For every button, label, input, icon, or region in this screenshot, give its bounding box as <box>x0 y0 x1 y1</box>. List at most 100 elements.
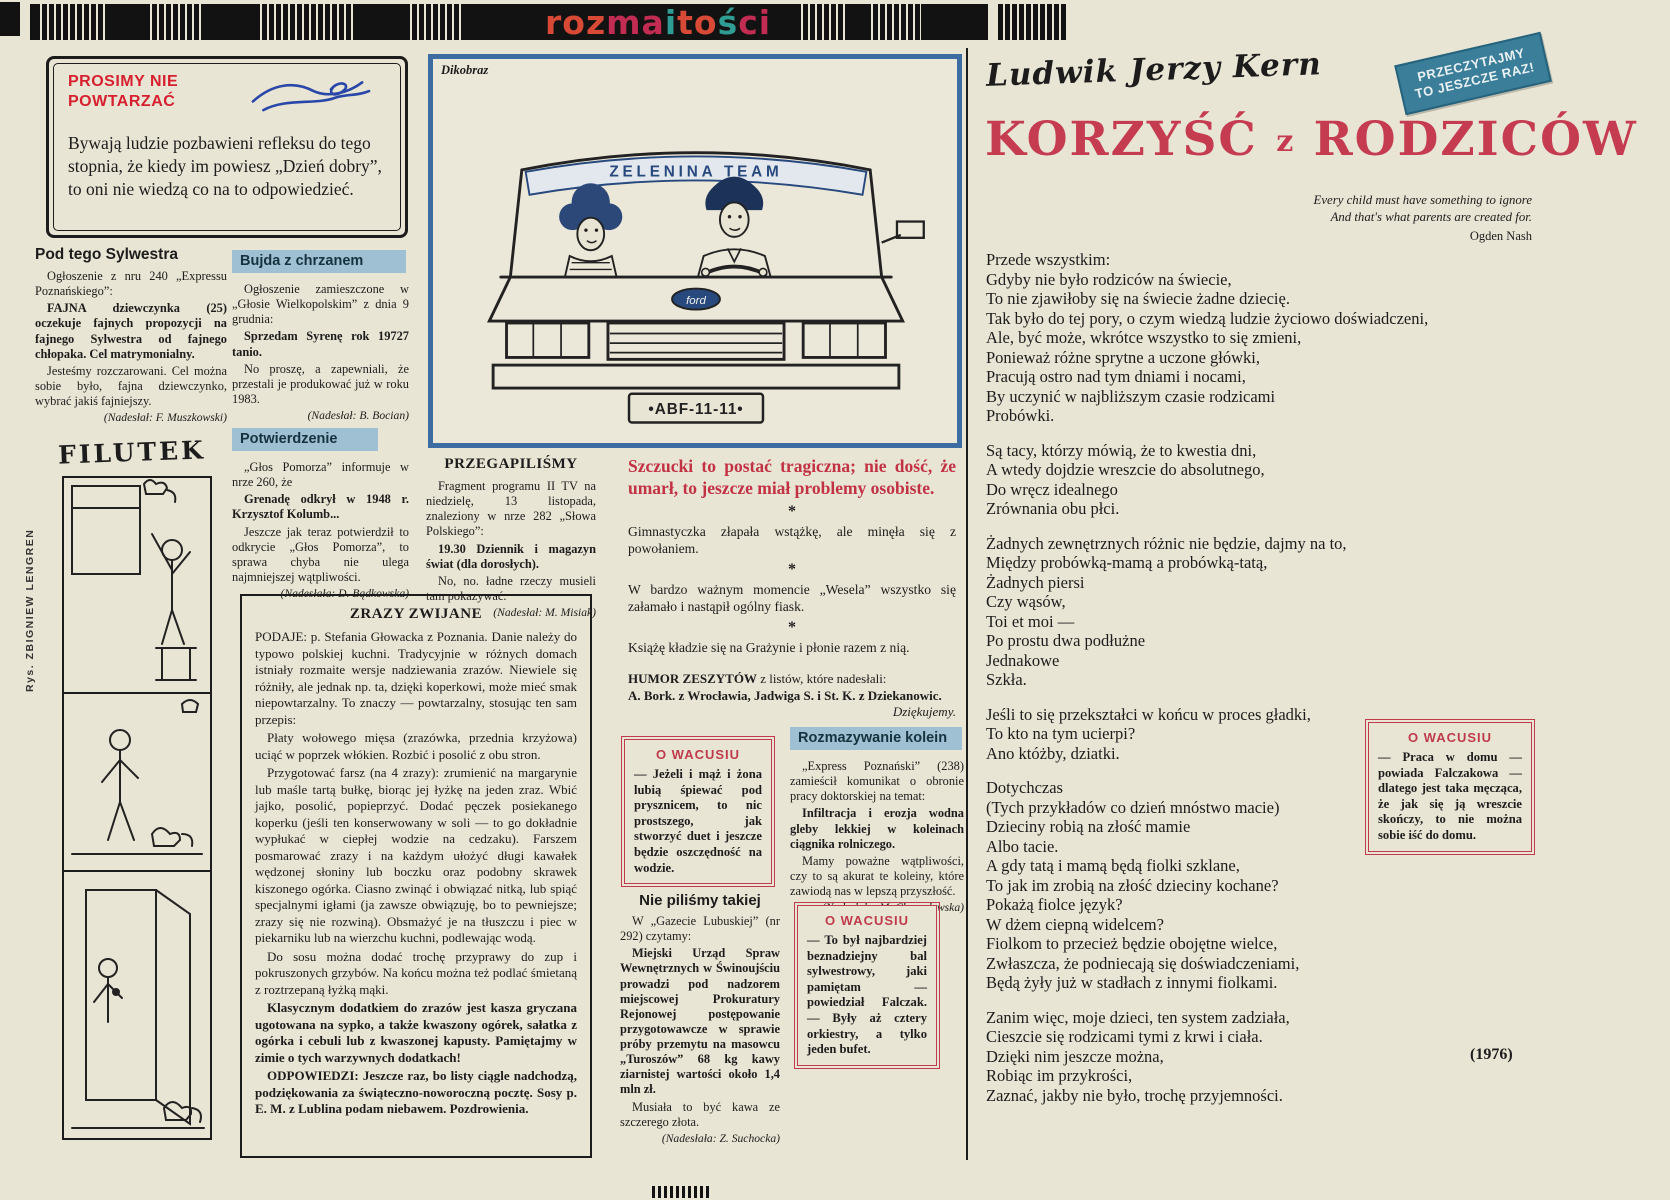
separator: * <box>788 560 796 578</box>
article-title-bujda: Bujda z chrzanem <box>232 250 406 273</box>
barcode-stripes <box>150 4 205 40</box>
poem-year: (1976) <box>1470 1046 1513 1063</box>
barcode-stripes-right <box>996 4 1066 40</box>
humor-item: W bardzo ważnym momencie „Wesela” wszyst… <box>628 581 956 614</box>
credits-thanks: Dziękujemy. <box>892 704 956 720</box>
side-mirror <box>881 220 925 244</box>
poem-title: KORZYŚĆ z RODZICÓW <box>985 112 1638 167</box>
poem-stanza: Jeśli to się przekształci w końcu w proc… <box>986 704 1311 763</box>
recipe-title: ZRAZY ZWIJANE <box>349 606 483 622</box>
barcode-stripes <box>871 4 922 40</box>
car-banner-text: ZELENINA TEAM <box>609 164 782 181</box>
prosimy-title: PROSIMY NIE POWTARZAĆ <box>68 73 179 110</box>
byline: (Nadesłała: Z. Suchocka) <box>661 1131 780 1145</box>
paragraph: Musiała to być kawa ze szczerego złota. <box>620 1099 780 1129</box>
epigraph-block: Every child must have something to ignor… <box>1150 192 1532 244</box>
wacusiu-title: O WACUSIU <box>655 747 741 762</box>
masthead-bar: rozmaitości <box>30 4 988 40</box>
wacusiu-body: — To był najbardziej beznadziejny bal sy… <box>807 933 927 1057</box>
passenger-figure <box>559 183 623 279</box>
paragraph: „Głos Pomorza” informuje w nrze 260, że <box>232 460 409 490</box>
credits-mid: z listów, które nadesłali: <box>756 670 887 686</box>
paragraph: Infiltracja i erozja wodna gleby lekkiej… <box>790 806 964 851</box>
wacusiu-box-1: O WACUSIU — Jeżeli i mąż i żona lubią śp… <box>620 735 776 888</box>
article-przegapilismy: PRZEGAPILIŚMY Fragment programu II TV na… <box>426 456 596 622</box>
humor-item: Książę kładzie się na Grażynie i płonie … <box>628 639 910 655</box>
barcode-stripes <box>260 4 355 40</box>
credits-names: A. Bork. z Wrocławia, Jadwiga S. i St. K… <box>628 687 942 703</box>
license-plate-text: •ABF-11-11• <box>648 401 743 418</box>
license-plate <box>627 392 765 424</box>
wacusiu-title: O WACUSIU <box>824 913 910 928</box>
paragraph: Jesteśmy rozczarowani. Cel można sobie b… <box>35 363 227 408</box>
byline: (Nadesłał: M. Misiak) <box>493 606 596 619</box>
paragraph: „Express Poznański” (238) zamieścił komu… <box>790 759 964 804</box>
paragraph: Ogłoszenie z nru 240 „Expressu Poznański… <box>35 269 227 299</box>
prosimy-box: PROSIMY NIE POWTARZAĆ Bywają ludzie pozb… <box>46 56 408 238</box>
comic-artist-credit: Rys. ZBIGNIEW LENGREN <box>24 528 36 692</box>
article-potwierdzenie: „Głos Pomorza” informuje w nrze 260, że … <box>232 460 409 603</box>
car-cartoon-drawing: ZELENINA TEAM <box>487 151 925 424</box>
byline: (Nadesłała: D. Bądkowska) <box>280 587 409 600</box>
comic-panel-1-drawing <box>71 479 197 681</box>
byline: (Nadesłał: B. Bocian) <box>307 409 409 422</box>
article-title-potwierdzenie: Potwierdzenie <box>232 428 378 451</box>
article-title: PRZEGAPILIŚMY <box>444 456 578 472</box>
comic-panel-2 <box>62 692 212 872</box>
paragraph: Sprzedam Syrenę rok 19727 tanio. <box>232 329 409 359</box>
separator: * <box>788 618 796 636</box>
bottom-barcode <box>652 1186 710 1198</box>
filutek-logo: FILUTEK <box>57 435 207 470</box>
paragraph: Fragment programu II TV na niedzielę, 13… <box>426 479 596 539</box>
paragraph: Do sosu można dodać trochę przyprawy do … <box>255 948 577 997</box>
paragraph: Grenadę odkrył w 1948 r. Krzysztof Kolum… <box>232 492 409 522</box>
read-again-stamp: PRZECZYTAJMY TO JESZCZE RAZ! <box>1394 31 1552 115</box>
paragraph: Miejski Urząd Spraw Wewnętrznych w Świno… <box>620 946 780 1097</box>
epigraph-author: Ogden Nash <box>1469 228 1532 243</box>
barcode-stripes <box>410 4 465 40</box>
author-signature: Ludwik Jerzy Kern <box>985 46 1323 94</box>
paragraph: Jeszcze jak teraz potwierdził to odkryci… <box>232 524 409 584</box>
paragraph: W „Gazecie Lubuskiej” (nr 292) czytamy: <box>620 914 780 944</box>
humor-column: Szczucki to postać tragiczna; nie dość, … <box>628 456 956 721</box>
article-nie-pilismy: Nie piliśmy takiej W „Gazecie Lubuskiej”… <box>620 892 780 1148</box>
paragraph: Płaty wołowego mięsa (zrazówka, przednia… <box>255 730 577 762</box>
comic-panel-2-drawing <box>71 699 203 855</box>
cartoon-credit: Dikobraz <box>441 63 489 77</box>
humor-credits: HUMOR ZESZYTÓW z listów, które nadesłali… <box>628 671 956 722</box>
paragraph: No proszę, a zapewniali, że przestali je… <box>232 361 409 406</box>
page-title: rozmaitości <box>535 6 781 39</box>
poem-stanza: Zanim więc, moje dzieci, ten system zadz… <box>986 1007 1290 1105</box>
title-part: i <box>664 2 678 42</box>
recipe-box-zrazy: ZRAZY ZWIJANE PODAJE: p. Stefania Głowac… <box>240 594 592 1158</box>
poem-stanza: Dotychczas (Tych przykładów co dzień mnó… <box>986 778 1300 992</box>
barcode-stripes <box>40 4 110 40</box>
article-rozmazywanie: „Express Poznański” (238) zamieścił komu… <box>790 759 964 917</box>
title-part: ś <box>717 2 739 42</box>
paragraph: Klasycznym dodatkiem do zrazów jest kasz… <box>255 1000 577 1065</box>
poem-body: Przede wszystkim: Gdyby nie było rodzicó… <box>986 250 1536 1120</box>
article-title: Pod tego Sylwestra <box>35 246 178 263</box>
title-word: RODZICÓW <box>1313 112 1638 167</box>
byline: (Nadesłał: F. Muszkowski) <box>103 411 227 425</box>
paragraph: FAJNA dziewczynka (25) oczekuje fajnych … <box>35 301 227 361</box>
comic-panel-3 <box>62 870 212 1140</box>
wacusiu-box-2: O WACUSIU — To był najbardziej beznadzie… <box>793 901 941 1070</box>
epigraph-text: Every child must have something to ignor… <box>1313 193 1532 225</box>
comic-panel-3-drawing <box>71 889 205 1129</box>
comic-strip <box>62 476 212 1140</box>
paragraph: No, no. ładne rzeczy musieli tam pokazyw… <box>426 573 596 603</box>
paragraph: Mamy poważne wątpliwości, czy to są akur… <box>790 853 964 898</box>
credits-lead: HUMOR ZESZYTÓW <box>628 670 757 686</box>
title-word: z <box>1276 124 1296 159</box>
wacusiu-body: — Jeżeli i mąż i żona lubią śpiewać pod … <box>634 767 762 875</box>
poem-stanza: Żadnych zewnętrznych różnic nie będzie, … <box>986 533 1347 690</box>
title-word: KORZYŚĆ <box>985 112 1258 167</box>
driver-figure <box>696 176 772 278</box>
poem-stanza: Są tacy, którzy mówią, że to kwestia dni… <box>986 440 1265 519</box>
paragraph: Ogłoszenie zamieszczone w „Głosie Wielko… <box>232 282 409 327</box>
car-badge: ford <box>686 295 706 307</box>
separator: * <box>788 502 796 520</box>
paragraph: 19.30 Dziennik i magazyn świat (dla doro… <box>426 541 596 571</box>
poem-stanza: Przede wszystkim: Gdyby nie było rodzicó… <box>986 250 1429 425</box>
